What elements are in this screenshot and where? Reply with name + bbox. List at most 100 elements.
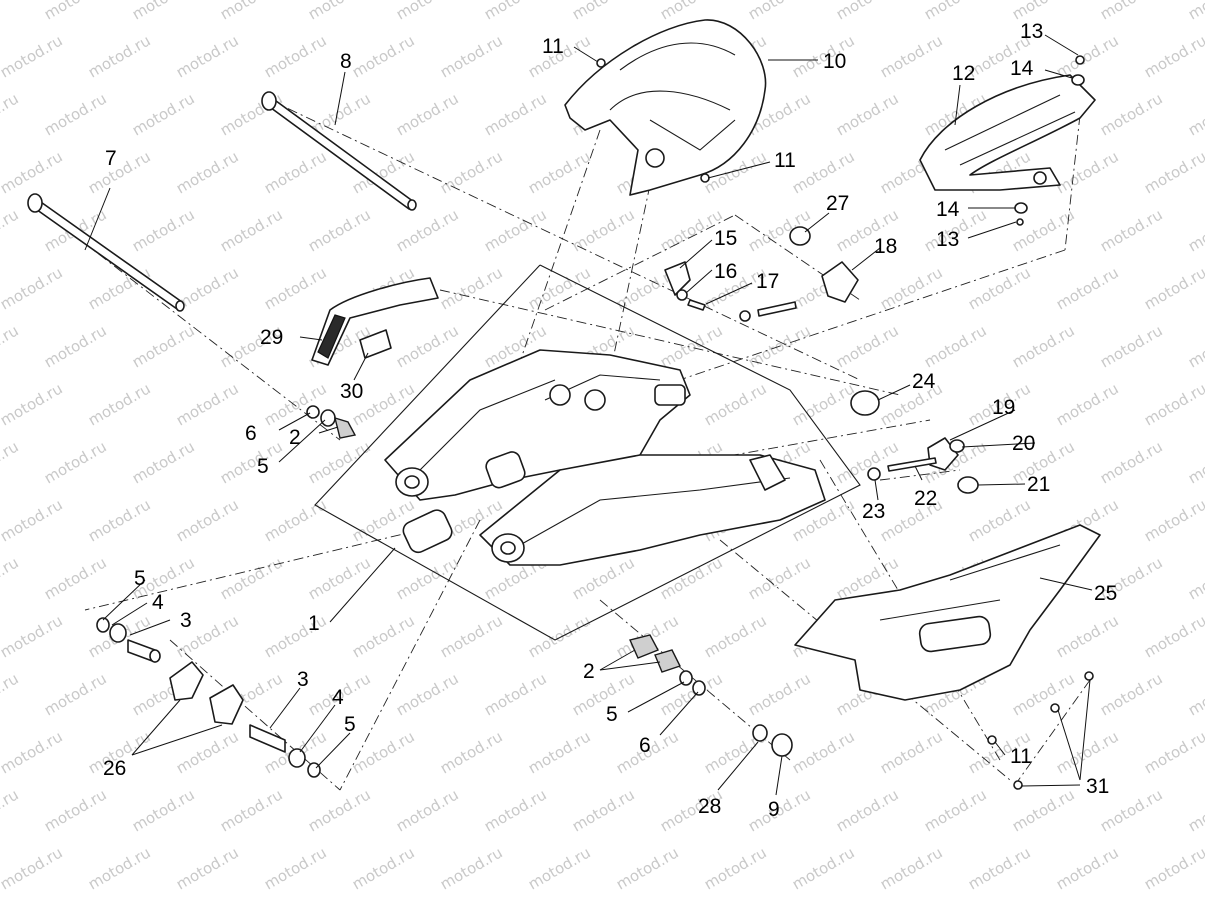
callout-25: 25 (1094, 582, 1117, 605)
watermark-text: motod.ru (745, 553, 814, 603)
watermark-text: motod.ru (833, 321, 902, 371)
callout-30: 30 (340, 380, 363, 403)
adjuster-block-18 (821, 261, 859, 303)
watermark-text: motod.ru (261, 495, 330, 545)
watermark-text: motod.ru (217, 205, 286, 255)
watermark-text: motod.ru (877, 727, 946, 777)
callout-16: 16 (714, 260, 737, 283)
watermark-text: motod.ru (1097, 669, 1166, 719)
callout-5: 5 (606, 703, 618, 726)
watermark-text: motod.ru (877, 263, 946, 313)
screw-31b (1050, 703, 1060, 713)
watermark-text: motod.ru (1097, 321, 1166, 371)
watermark-text: motod.ru (1053, 147, 1122, 197)
watermark-text: motod.ru (217, 553, 286, 603)
watermark-text: motod.ru (0, 785, 22, 835)
watermark-text: motod.ru (85, 495, 154, 545)
watermark-text: motod.ru (0, 89, 22, 139)
watermark-text: motod.ru (1141, 31, 1205, 81)
watermark-text: motod.ru (0, 437, 22, 487)
watermark-text: motod.ru (0, 843, 66, 893)
callout-11: 11 (1010, 745, 1032, 768)
watermark-text: motod.ru (657, 553, 726, 603)
screw-13-bottom (1016, 218, 1024, 226)
axle-8 (261, 91, 417, 211)
watermark-text: motod.ru (41, 321, 110, 371)
watermark-text: motod.ru (393, 205, 462, 255)
watermark-text: motod.ru (789, 727, 858, 777)
bushing-26a (169, 661, 204, 701)
watermark-text: motod.ru (701, 379, 770, 429)
watermark-text: motod.ru (393, 785, 462, 835)
watermark-text: motod.ru (569, 669, 638, 719)
watermark-text: motod.ru (0, 495, 66, 545)
callout-labels: 1 2 5 6 7 8 11 10 11 12 13 14 14 13 15 1… (103, 20, 1117, 821)
callout-24: 24 (912, 370, 936, 393)
watermark-text: motod.ru (173, 495, 242, 545)
watermark-text: motod.ru (261, 147, 330, 197)
callout-21: 21 (1027, 473, 1050, 496)
bearing-2-left (334, 416, 357, 439)
watermark-text: motod.ru (41, 553, 110, 603)
watermark-text: motod.ru (833, 89, 902, 139)
callout-14: 14 (936, 198, 960, 221)
watermark-text: motod.ru (261, 843, 330, 893)
watermark-text: motod.ru (1185, 89, 1205, 139)
watermark-text: motod.ru (525, 727, 594, 777)
watermark-text: motod.ru (0, 553, 22, 603)
watermark-text: motod.ru (393, 321, 462, 371)
watermark-text: motod.ru (305, 205, 374, 255)
callout-14: 14 (1010, 57, 1034, 80)
rear-mudguard-10 (564, 19, 767, 196)
washer-20 (949, 439, 965, 453)
nut-23 (867, 467, 881, 481)
screw-13-top (1075, 55, 1085, 65)
watermark-text: motod.ru (877, 843, 946, 893)
callout-22: 22 (914, 487, 937, 510)
watermark-text: motod.ru (349, 843, 418, 893)
callout-13: 13 (1020, 20, 1043, 43)
watermark-text: motod.ru (1141, 379, 1205, 429)
watermark-text: motod.ru (85, 147, 154, 197)
watermark-text: motod.ru (217, 785, 286, 835)
watermark-text: motod.ru (1009, 321, 1078, 371)
grommet-14-top (1071, 74, 1085, 86)
callout-17: 17 (756, 270, 779, 293)
callout-18: 18 (874, 235, 897, 258)
callout-12: 12 (952, 62, 975, 85)
watermark-text: motod.ru (1053, 611, 1122, 661)
callout-5: 5 (257, 455, 269, 478)
watermark-text: motod.ru (0, 611, 66, 661)
callout-29: 29 (260, 326, 283, 349)
watermark-text: motod.ru (701, 611, 770, 661)
watermark-text: motod.ru (437, 263, 506, 313)
bracket-15 (664, 261, 691, 296)
watermark-text: motod.ru (437, 727, 506, 777)
watermark-text: motod.ru (129, 785, 198, 835)
watermark-text: motod.ru (41, 669, 110, 719)
callout-27: 27 (826, 192, 849, 215)
callout-10: 10 (823, 50, 846, 73)
watermark-text: motod.ru (1097, 437, 1166, 487)
callout-9: 9 (768, 798, 780, 821)
washer-16 (676, 289, 688, 301)
watermark-text: motod.ru (393, 553, 462, 603)
callout-3: 3 (297, 668, 309, 691)
watermark-text: motod.ru (1185, 0, 1205, 23)
watermark-text: motod.ru (965, 263, 1034, 313)
watermark-text: motod.ru (833, 785, 902, 835)
watermark-text: motod.ru (525, 263, 594, 313)
watermark-text: motod.ru (41, 437, 110, 487)
callout-11: 11 (542, 35, 564, 58)
watermark-text: motod.ru (129, 89, 198, 139)
watermark-text: motod.ru (173, 379, 242, 429)
callout-3: 3 (180, 609, 192, 632)
watermark-text: motod.ru (569, 205, 638, 255)
watermark-text: motod.ru (921, 321, 990, 371)
bolt-17 (687, 299, 706, 311)
watermark-text: motod.ru (789, 843, 858, 893)
sticker-30 (359, 329, 392, 359)
watermark-text: motod.ru (1141, 147, 1205, 197)
screw-31c (1013, 780, 1023, 790)
